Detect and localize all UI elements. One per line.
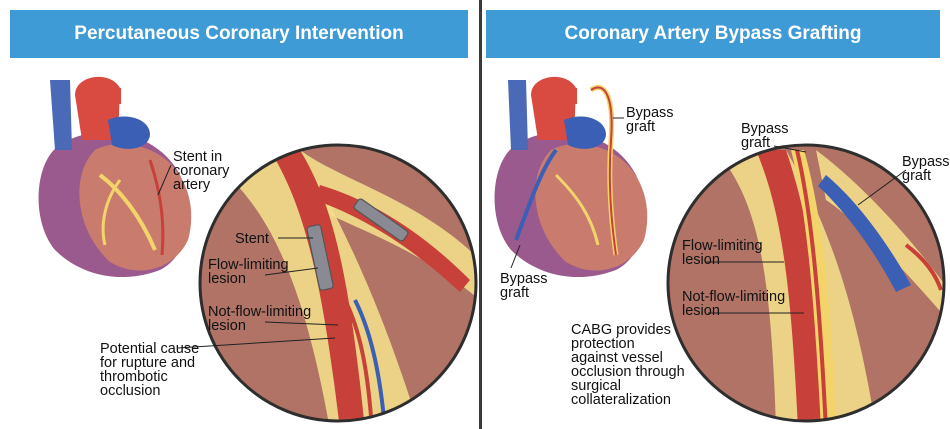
label-not-flow-limiting-lesion: Not-flow-limiting lesion [682,290,785,318]
label-flow-limiting-lesion: Flow-limiting lesion [682,239,763,267]
label-potential-cause: Potential cause for rupture and thrombot… [100,342,199,398]
label-cabg-note: CABG provides protection against vessel … [571,323,685,407]
label-bypass-graft-heart-top: Bypass graft [626,106,674,134]
label-bypass-graft-circle-top: Bypass graft [741,122,789,150]
pci-magnified-view [200,145,478,429]
heart-illustration [495,77,648,277]
label-bypass-graft-circle-right: Bypass graft [902,155,950,183]
label-flow-limiting-lesion: Flow-limiting lesion [208,258,289,286]
cabg-panel: Coronary Artery Bypass Grafting [486,0,950,429]
heart-illustration [39,77,192,277]
cabg-magnified-view [668,145,950,429]
label-stent-in-artery: Stent in coronary artery [173,150,229,192]
cabg-illustration [486,0,950,429]
label-bypass-graft-heart-left: Bypass graft [500,272,548,300]
panel-divider [479,0,482,429]
label-stent: Stent [235,232,269,246]
pci-illustration [0,0,478,429]
pci-panel: Percutaneous Coronary Intervention [0,0,478,429]
label-not-flow-limiting-lesion: Not-flow-limiting lesion [208,305,311,333]
